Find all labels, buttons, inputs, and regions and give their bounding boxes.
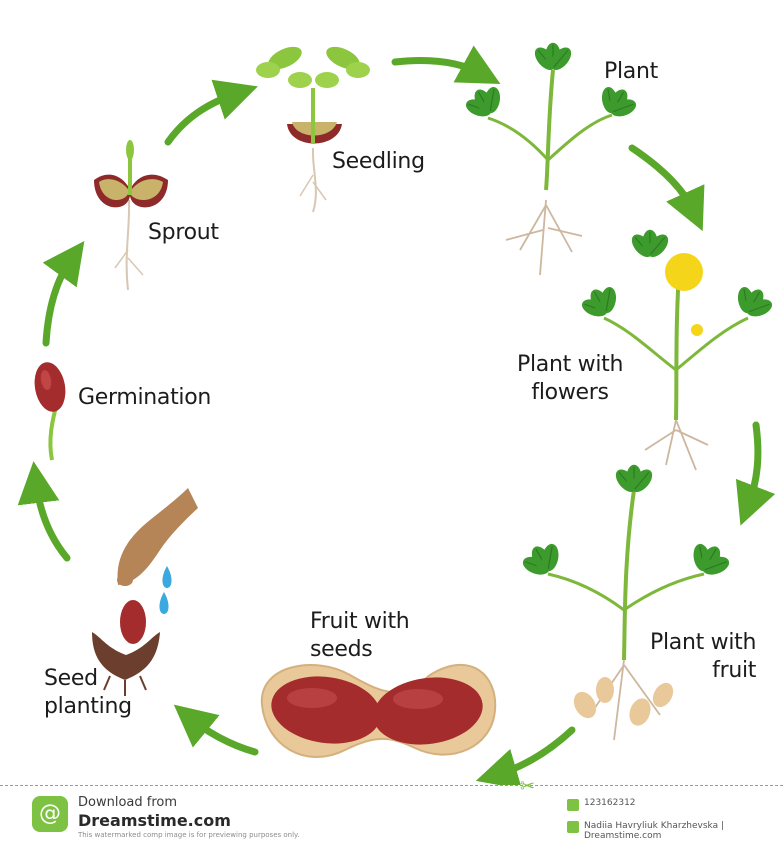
spiral-icon: @ (38, 802, 62, 826)
fruit-with-seeds-illustration (262, 665, 495, 757)
sprout-illustration (94, 140, 168, 290)
dreamstime-logo: @ (32, 796, 68, 832)
brand-name: Dreamstime.com (78, 811, 231, 830)
label-fruit-with-seeds: Fruit with seeds (310, 608, 409, 664)
germination-illustration (31, 360, 69, 460)
download-from-text: Download from (78, 795, 177, 810)
arrow-planting-to-germination (36, 482, 67, 558)
arrow-flowers-to-fruit (748, 425, 758, 506)
author-icon (567, 821, 579, 833)
arrow-fruit-to-shell (496, 730, 572, 775)
arrow-shell-to-planting (190, 718, 255, 752)
arrow-germination-to-sprout (46, 258, 72, 343)
label-sprout: Sprout (148, 219, 219, 247)
label-seedling: Seedling (332, 148, 425, 176)
arrow-plant-to-flowers (632, 148, 694, 212)
plant-with-fruit-illustration (515, 465, 738, 740)
label-plant-with-flowers: Plant with flowers (517, 351, 623, 407)
id-icon (567, 799, 579, 811)
plant-with-flowers-illustration (574, 230, 780, 470)
arrow-sprout-to-seedling (168, 93, 238, 142)
scissors-icon: ✂ (520, 776, 535, 797)
label-plant: Plant (604, 58, 658, 86)
label-germination: Germination (78, 384, 211, 412)
label-plant-with-fruit: Plant with fruit (650, 629, 756, 685)
author-credit: Nadiia Havryliuk Kharzhevska | Dreamstim… (584, 821, 783, 841)
watermark-note: This watermarked comp image is for previ… (78, 831, 299, 839)
seedling-illustration (256, 42, 370, 212)
watermark-footer: @ Download from Dreamstime.com This wate… (0, 785, 783, 847)
label-seed-planting: Seed planting (44, 665, 132, 721)
stock-id: 123162312 (584, 798, 636, 808)
arrow-seedling-to-plant (395, 61, 482, 75)
